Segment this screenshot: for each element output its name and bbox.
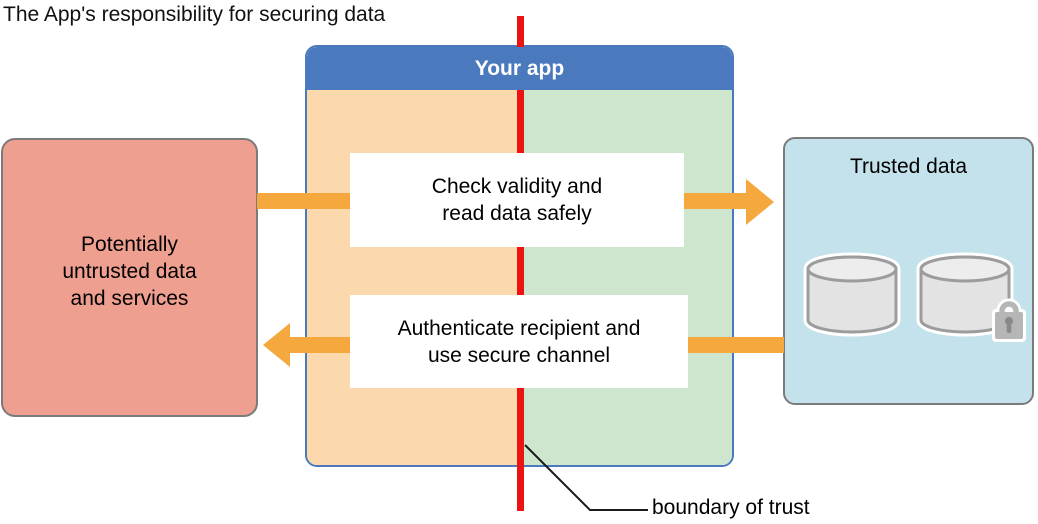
untrusted-data-label: Potentially untrusted data and services — [62, 233, 197, 310]
database-icon — [803, 252, 901, 337]
step-authenticate-label: Authenticate recipient and use secure ch… — [397, 316, 641, 367]
lock-icon — [992, 298, 1026, 342]
step-check-validity-label: Check validity and read data safely — [431, 175, 603, 225]
trusted-data-box: Trusted data — [783, 137, 1034, 405]
trusted-data-label: Trusted data — [849, 155, 968, 178]
trusted-side-region — [520, 90, 732, 465]
untrusted-data-box: Potentially untrusted data and services — [1, 138, 258, 417]
your-app-box: Your app — [305, 45, 734, 467]
your-app-title: Your app — [474, 56, 565, 80]
boundary-of-trust-label: boundary of trust — [652, 496, 810, 519]
your-app-body — [307, 90, 732, 465]
step-check-validity-box: Check validity and read data safely — [350, 153, 684, 247]
step-authenticate-box: Authenticate recipient and use secure ch… — [350, 295, 688, 388]
untrusted-side-region — [307, 90, 520, 465]
your-app-header: Your app — [307, 47, 732, 90]
boundary-callout-line — [524, 444, 648, 511]
trust-boundary-line — [517, 16, 524, 511]
diagram-title: The App's responsibility for securing da… — [3, 3, 386, 26]
trusted-data-icons — [803, 252, 1026, 342]
